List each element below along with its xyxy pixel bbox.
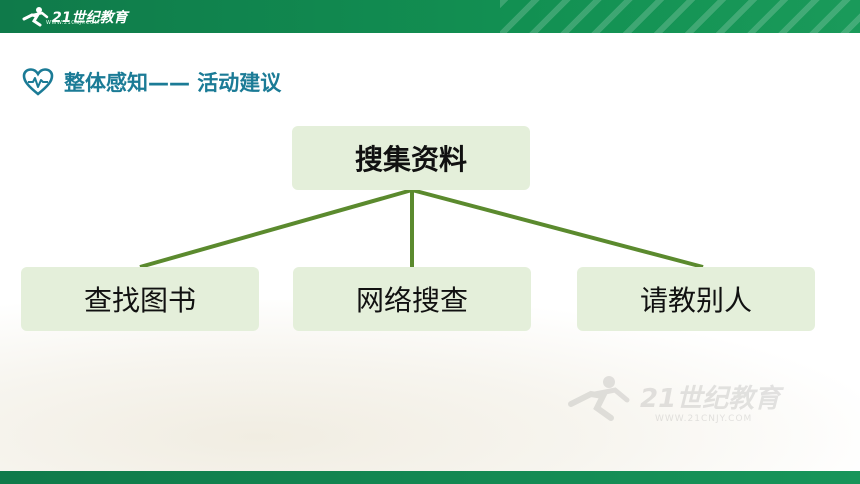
logo-text: 21世纪教育: [52, 10, 128, 26]
diagram-node-find-books: 查找图书: [21, 267, 259, 331]
header-bar: 21世纪教育 WWW.21CNJY.COM: [0, 0, 860, 33]
diagram-node-web-search: 网络搜查: [293, 267, 531, 331]
section-heading: 整体感知—— 活动建议: [22, 67, 281, 97]
heartbeat-icon: [22, 68, 54, 96]
diagram-node-ask-others: 请教别人: [577, 267, 815, 331]
connector-right: [411, 188, 704, 269]
watermark-runner-icon: [568, 376, 630, 421]
watermark: 21世纪教育 WWW.21CNJY.COM: [565, 372, 830, 432]
page-title: 整体感知—— 活动建议: [64, 71, 282, 95]
runner-logo-icon: [22, 7, 49, 27]
watermark-text: 21世纪教育: [640, 384, 781, 414]
header-stripes: [500, 0, 860, 33]
connector-left: [139, 188, 413, 269]
diagram-root-node: 搜集资料: [292, 126, 530, 190]
logo: 21世纪教育: [20, 4, 127, 30]
watermark-subtext: WWW.21CNJY.COM: [655, 414, 753, 424]
footer-bar: [0, 471, 860, 484]
logo-subtext: WWW.21CNJY.COM: [46, 20, 100, 26]
